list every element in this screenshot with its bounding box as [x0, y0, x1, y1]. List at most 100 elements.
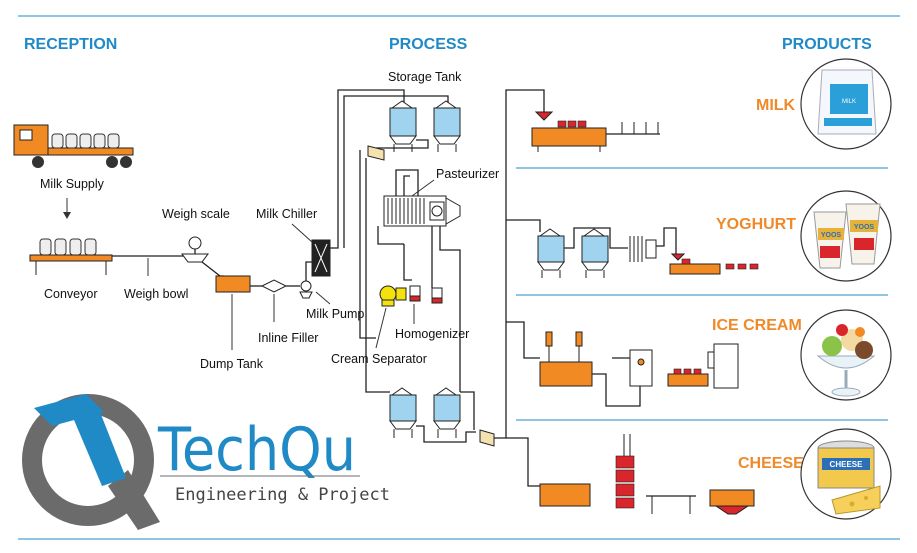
yoghurt-tank-2-icon [581, 228, 609, 278]
section-products: PRODUCTS [782, 36, 872, 53]
yoghurt-cup-4 [749, 263, 759, 270]
icecream-link-pipe [592, 373, 641, 407]
storage-tank-2-icon [433, 100, 461, 152]
pipe-chiller-storage [330, 89, 405, 249]
distribution-pipe [494, 89, 545, 439]
label-storage-tank: Storage Tank [388, 70, 462, 84]
label-milk-chiller: Milk Chiller [256, 207, 317, 221]
valve-2-icon [479, 429, 495, 447]
milk-tank-icon [531, 127, 607, 147]
icecream-freezer-dial-icon [637, 358, 645, 366]
label-conveyor: Conveyor [44, 287, 98, 301]
weigh-scale-icon [181, 236, 224, 277]
icecream-cup-1 [673, 368, 682, 375]
yoghurt-link-pipe [564, 227, 628, 249]
milk-pack-1 [557, 120, 567, 128]
pointer-cream-separator [375, 307, 387, 349]
inline-filler-icon [260, 279, 288, 293]
cheese-brand-text: CHEESE [830, 460, 864, 469]
label-homogenizer: Homogenizer [395, 327, 469, 341]
icecream-dosing-2 [575, 331, 583, 347]
milk-pack-2 [567, 120, 577, 128]
label-inline-filler: Inline Filler [258, 331, 318, 345]
icecream-mixer-icon [539, 361, 593, 387]
valve-icon [367, 145, 385, 161]
homogenizer-icon [409, 285, 443, 304]
label-pasteurizer: Pasteurizer [436, 167, 499, 181]
milk-filler-icon [534, 111, 554, 121]
yoghurt-brand-1: YOOS [821, 232, 842, 239]
lower-tank-1-icon [389, 387, 417, 438]
lower-tank-2-icon [433, 387, 461, 438]
yoghurt-brand-2: YOOS [854, 224, 875, 231]
label-cream-separator: Cream Separator [331, 352, 427, 366]
yoghurt-cup-2 [725, 263, 735, 270]
section-process: PROCESS [389, 36, 468, 53]
logo-name: TechQu [157, 415, 356, 485]
cheese-press-icon [615, 434, 635, 509]
storage-tank-1-icon [389, 100, 417, 152]
yoghurt-cup-1 [681, 258, 691, 265]
product-cheese: CHEESE [738, 455, 804, 472]
yoghurt-pipe [506, 219, 541, 232]
icecream-hardening-icon [713, 343, 739, 389]
pipe-sep-link [403, 244, 412, 281]
label-dump-tank: Dump Tank [200, 357, 264, 371]
pipe-pasteurizer-out [439, 226, 461, 392]
pipe-lower-out [416, 425, 476, 443]
techqu-logo-icon [22, 394, 160, 530]
label-weigh-bowl: Weigh bowl [124, 287, 188, 301]
milk-pack-image: MILK [800, 58, 892, 150]
pipe-storage-out [376, 139, 429, 149]
icecream-dosing-1 [545, 331, 553, 347]
label-weigh-scale: Weigh scale [162, 207, 230, 221]
cheese-table-icon [646, 495, 696, 514]
pointer-milk-pump [315, 291, 331, 305]
cheese-mould-icon [709, 489, 755, 515]
icecream-pipe [506, 321, 540, 359]
logo-tagline: Engineering & Project [175, 485, 390, 505]
product-milk: MILK [756, 97, 796, 114]
pipe-pasteurizer-down [377, 226, 404, 245]
icecream-conveyor-icon [667, 373, 709, 387]
icecream-hardening-door [707, 351, 715, 369]
pipe-to-lower-tanks [365, 158, 390, 393]
yoghurt-filler-icon [670, 253, 686, 261]
cheese-tub-image: CHEESE [800, 428, 892, 520]
milk-pack-text: MILK [842, 99, 856, 105]
yoghurt-cup-3 [737, 263, 747, 270]
label-milk-supply: Milk Supply [40, 177, 105, 191]
dump-tank-icon [215, 275, 251, 293]
arrow-head-icon [63, 212, 71, 219]
pipe-pump-chiller [305, 261, 312, 281]
cream-separator-icon [379, 285, 407, 307]
pipe-lower-in [460, 391, 475, 430]
pointer-pasteurizer [411, 179, 435, 197]
milk-pack-3 [577, 120, 587, 128]
conveyor-icon [29, 238, 113, 275]
pipe-to-separator [359, 150, 376, 339]
yoghurt-tank-1-icon [537, 228, 565, 278]
icecream-cup-3 [693, 368, 702, 375]
label-milk-pump: Milk Pump [306, 307, 364, 321]
cheese-vat-icon [539, 483, 591, 507]
pipe-pasteurizer-loop [395, 169, 419, 196]
pipe-pasteurizer-loop-2 [403, 175, 410, 196]
pipe-chiller-storage-2 [343, 95, 449, 248]
yoghurt-conveyor-icon [669, 263, 721, 275]
section-reception: RECEPTION [24, 36, 117, 53]
ice-cream-sundae-image [800, 309, 892, 401]
milk-chiller-icon [311, 239, 331, 277]
product-ice-cream: ICE CREAM [712, 317, 802, 334]
cheese-pipe [506, 437, 540, 487]
milk-truck-icon [13, 124, 134, 168]
pasteurizer-icon [383, 195, 461, 227]
yoghurt-cups-image: YOOS YOOS [800, 190, 892, 282]
milk-pump-icon [299, 280, 313, 299]
yoghurt-out-pipe [656, 227, 677, 256]
yoghurt-heat-exchanger-icon [629, 236, 657, 262]
pointer-milk-chiller [291, 223, 313, 243]
icecream-freezer-icon [629, 349, 653, 387]
